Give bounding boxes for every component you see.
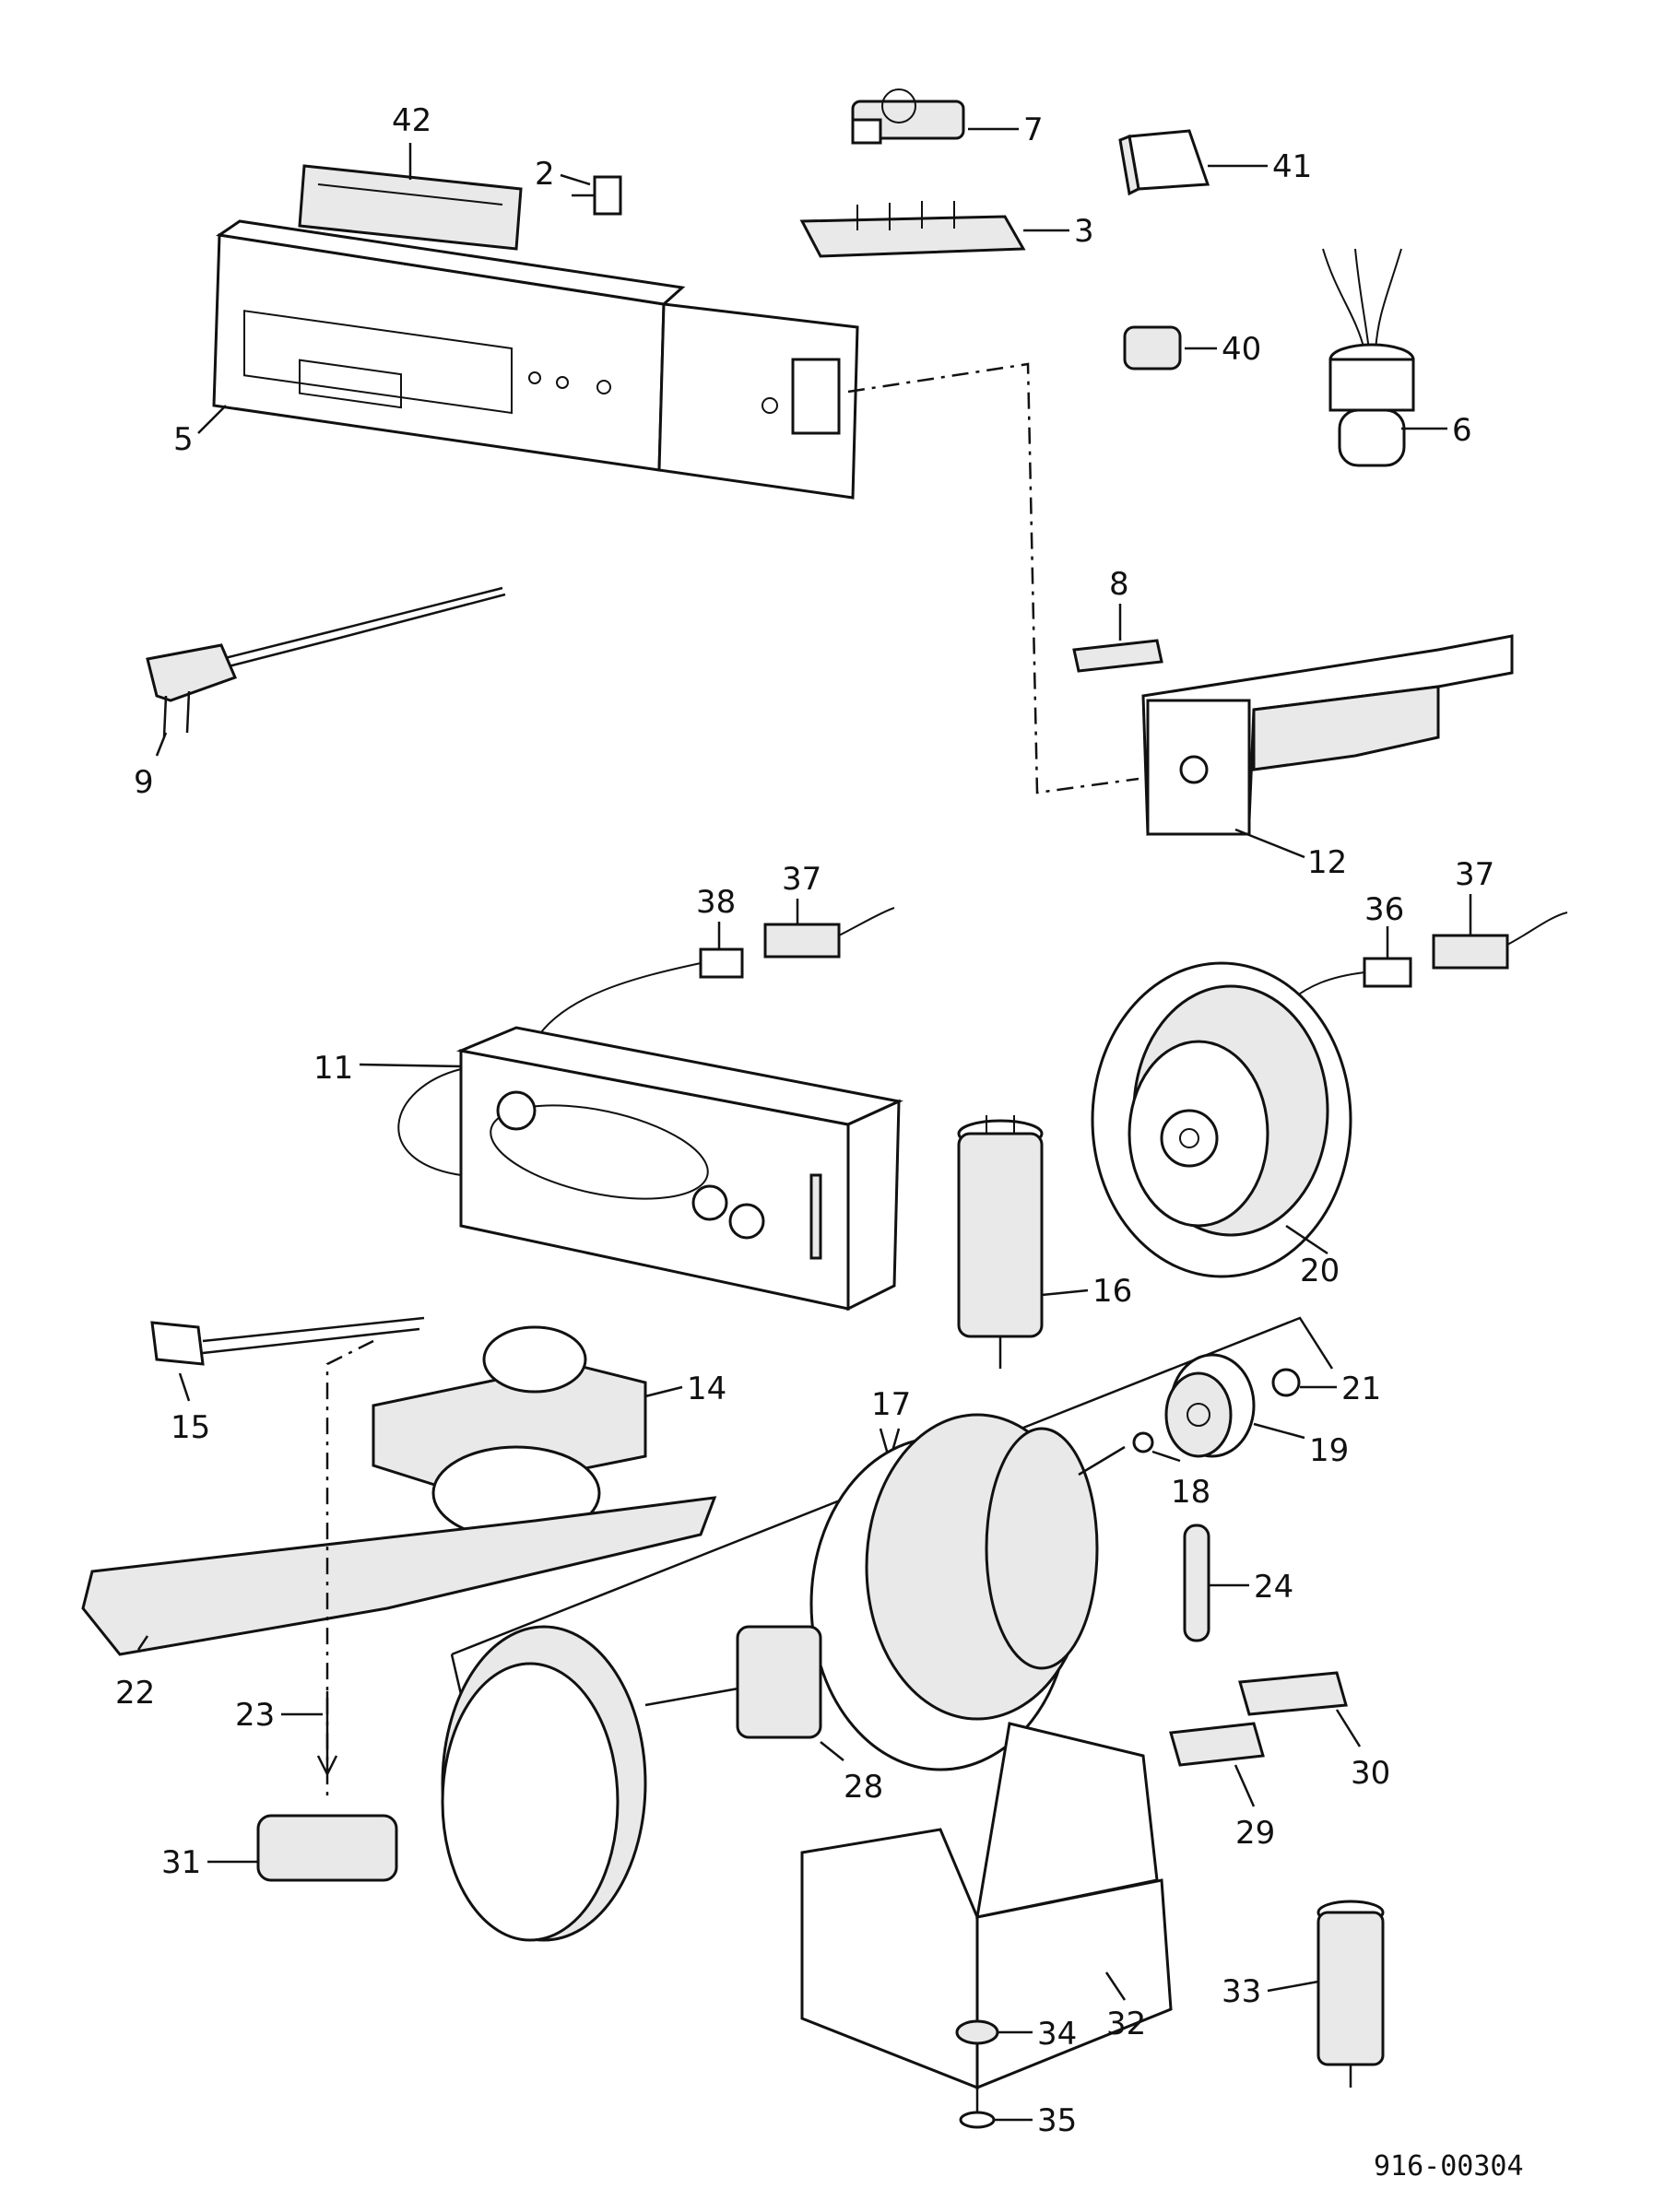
label-31: 31 xyxy=(161,1844,201,1881)
label-34: 34 xyxy=(1037,2016,1077,2053)
part-17-bracket xyxy=(451,1316,1334,1656)
part-9-power-cord xyxy=(146,586,506,738)
label-23: 23 xyxy=(235,1697,275,1734)
part-30-connector xyxy=(1238,1671,1348,1716)
part-11-heater-housing xyxy=(397,1026,903,1312)
leader-lines xyxy=(136,127,1472,2122)
label-15: 15 xyxy=(171,1409,210,1446)
part-34-grommet xyxy=(955,2019,999,2045)
label-9: 9 xyxy=(134,764,154,801)
part-14-fan-motor xyxy=(372,1325,647,1541)
label-12: 12 xyxy=(1307,844,1347,881)
label-37b: 37 xyxy=(1455,856,1494,893)
label-6: 6 xyxy=(1452,412,1472,449)
part-blower-drum xyxy=(441,1625,647,1942)
label-36: 36 xyxy=(1364,891,1404,928)
label-21: 21 xyxy=(1341,1371,1381,1407)
part-36-connector xyxy=(1290,957,1412,1001)
part-28-bearing-bracket xyxy=(736,1625,822,1739)
connection-line-14-31 xyxy=(325,1339,374,1797)
part-22-base-tray xyxy=(81,1496,717,1656)
part-15-microswitch xyxy=(150,1316,425,1366)
part-20-blower-wheel xyxy=(1091,961,1352,1278)
part-37b-plug xyxy=(1432,912,1568,970)
label-30: 30 xyxy=(1351,1755,1390,1792)
drawing-code: 916-00304 xyxy=(1374,2150,1524,2183)
part-6-capacitor xyxy=(1322,248,1415,467)
label-28: 28 xyxy=(844,1769,883,1806)
label-3: 3 xyxy=(1074,213,1094,250)
part-21-nut xyxy=(1271,1368,1301,1397)
part-24-spring xyxy=(1183,1524,1210,1642)
label-37a: 37 xyxy=(782,861,821,898)
label-38: 38 xyxy=(696,884,736,921)
label-8: 8 xyxy=(1109,566,1129,603)
label-29: 29 xyxy=(1235,1815,1275,1852)
part-3-terminal-block xyxy=(799,201,1026,258)
label-42: 42 xyxy=(392,102,431,139)
label-24: 24 xyxy=(1254,1569,1293,1606)
part-8-connector-strip xyxy=(1072,639,1163,673)
connection-line-5-12 xyxy=(847,362,1139,794)
part-37a-plug xyxy=(763,907,895,959)
label-18: 18 xyxy=(1171,1474,1210,1511)
label-33: 33 xyxy=(1222,1973,1261,2010)
label-5: 5 xyxy=(173,421,194,458)
label-35: 35 xyxy=(1037,2102,1077,2139)
label-41: 41 xyxy=(1272,148,1312,185)
part-18-washer xyxy=(1132,1431,1154,1453)
part-2-switch xyxy=(572,175,622,216)
part-12-magnetron xyxy=(1141,634,1514,836)
label-40: 40 xyxy=(1222,331,1261,368)
part-7-relay xyxy=(851,88,965,145)
part-32-motor-bracket xyxy=(800,1722,1173,2090)
part-33-capacitor xyxy=(1316,1900,1385,2088)
part-41-relay-box xyxy=(1118,129,1210,196)
label-20: 20 xyxy=(1300,1253,1340,1289)
part-23-screw xyxy=(316,1691,338,1777)
label-32: 32 xyxy=(1106,2006,1146,2042)
label-16: 16 xyxy=(1092,1273,1132,1310)
label-11: 11 xyxy=(313,1050,353,1087)
part-19-pulley xyxy=(1164,1353,1256,1458)
part-17-motor xyxy=(644,1413,1126,1771)
label-22: 22 xyxy=(115,1675,155,1712)
part-40-clip xyxy=(1123,325,1182,371)
part-42-display-board xyxy=(298,164,523,251)
label-14: 14 xyxy=(687,1371,726,1407)
part-35-bolt xyxy=(959,2065,996,2129)
part-31-pad xyxy=(256,1814,398,1882)
part-5-control-panel xyxy=(212,219,859,500)
label-7: 7 xyxy=(1023,112,1044,148)
part-38-connector xyxy=(534,947,744,1042)
part-29-connector xyxy=(1169,1722,1265,1767)
part-16-capacitor xyxy=(957,1115,1044,1369)
label-17: 17 xyxy=(871,1386,911,1423)
label-19: 19 xyxy=(1309,1432,1349,1469)
label-2: 2 xyxy=(535,156,555,193)
